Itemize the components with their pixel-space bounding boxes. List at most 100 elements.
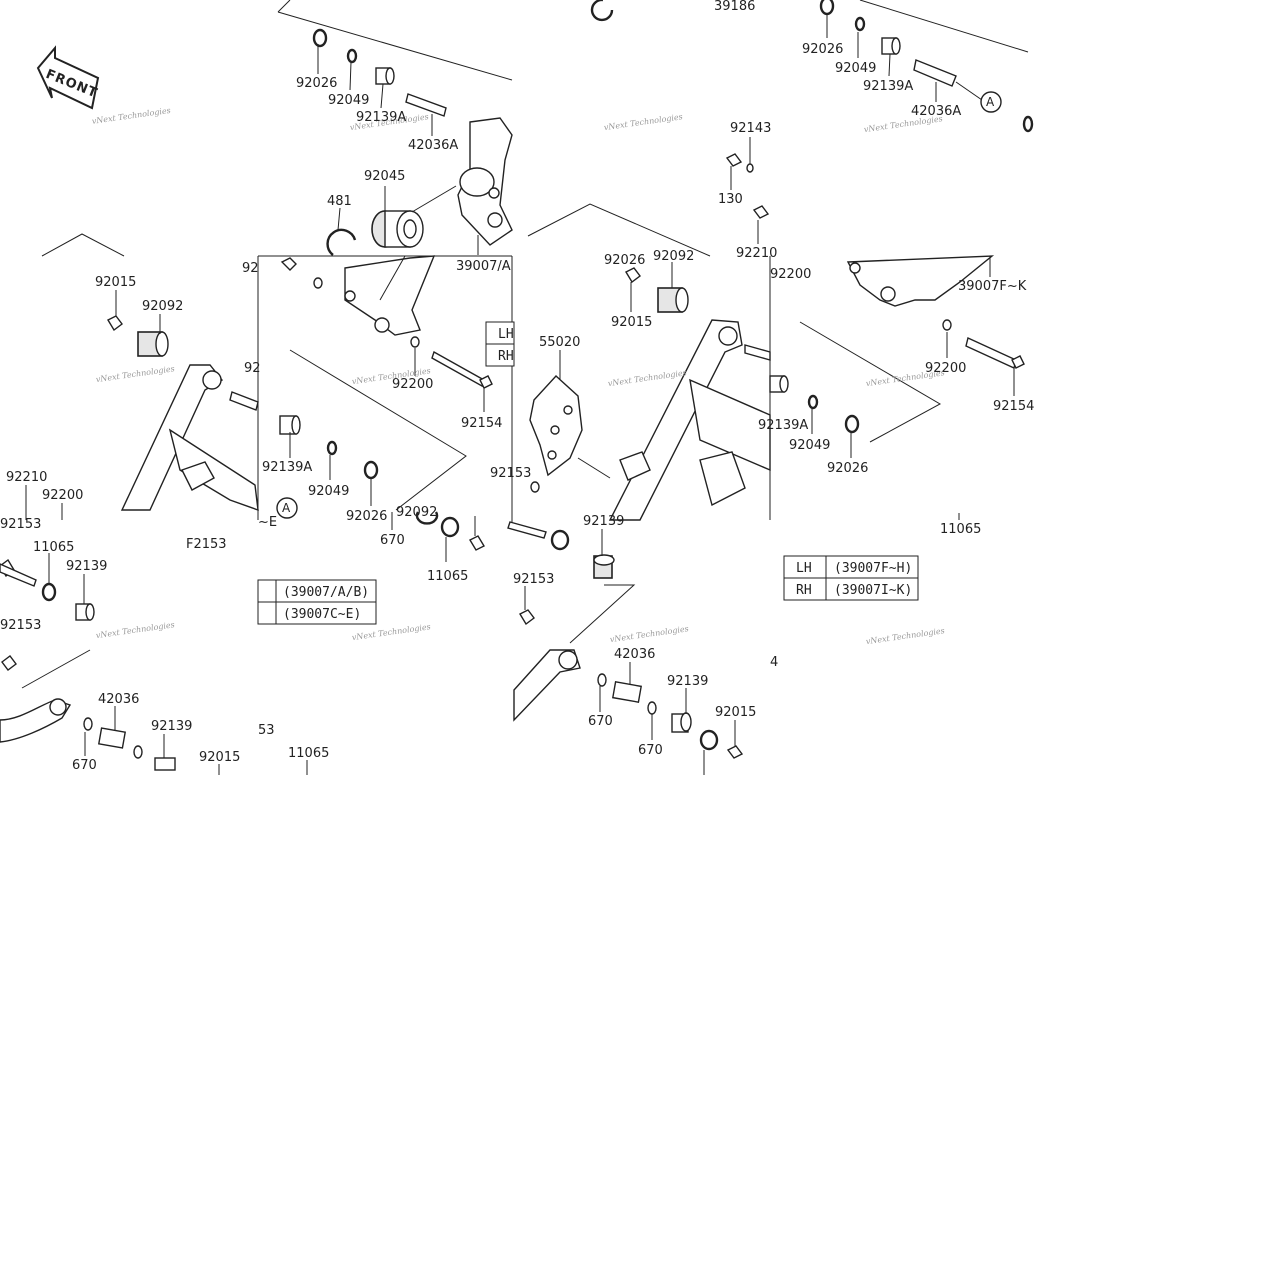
svg-text:vNext Technologies: vNext Technologies [351, 622, 431, 642]
callout: 130 [718, 192, 743, 207]
callout: 92049 [789, 438, 830, 453]
svg-text:vNext Technologies: vNext Technologies [865, 626, 945, 646]
callout: 92153 [0, 517, 41, 532]
callout: 92139 [66, 559, 107, 574]
lhrh-table-mid: LH RH [485, 321, 515, 367]
callout: 92026 [604, 253, 645, 268]
callout: 92026 [802, 42, 843, 57]
lower-arm-middle-right [608, 267, 860, 521]
callout: 39007/A [456, 259, 511, 274]
lower-arm-left [107, 315, 379, 512]
table-mid-lh: LH [498, 327, 514, 342]
callout: 39007F~K [958, 279, 1027, 294]
callout: 670 [380, 533, 405, 548]
callout: 670 [588, 714, 613, 729]
callout: 92026 [827, 461, 868, 476]
front-arrow-icon: FRONT [36, 45, 100, 110]
callout: 92210 [6, 470, 47, 485]
callout: 92200 [42, 488, 83, 503]
knuckle-part [457, 117, 513, 246]
callout: 92026 [346, 509, 387, 524]
callout: 92015 [715, 705, 756, 720]
callout: 92143 [730, 121, 771, 136]
lhrh-table-rear: LH RH (39007F~H) (39007I~K) [783, 555, 919, 601]
lower-arm-bottom-right [513, 554, 744, 759]
table-rear-rh-codes: (39007I~K) [834, 583, 912, 598]
table-rear-lh: LH [796, 561, 812, 576]
upper-arm-middle [280, 255, 493, 389]
callout: 92154 [993, 399, 1034, 414]
callout: 92154 [461, 416, 502, 431]
callout: F2153 [186, 537, 227, 552]
callout: 4 [770, 655, 778, 670]
callout: 481 [327, 194, 352, 209]
svg-text:vNext Technologies: vNext Technologies [95, 620, 175, 640]
callout: 92200 [392, 377, 433, 392]
callout: 92210 [736, 246, 777, 261]
snap-ring-481 [326, 228, 357, 256]
callout: 92139A [262, 460, 312, 475]
callout: 11065 [427, 569, 468, 584]
callout: 92092 [142, 299, 183, 314]
callout: 92200 [925, 361, 966, 376]
callout: 53 [258, 723, 275, 738]
fasteners-bottom-middle [415, 481, 570, 551]
svg-text:vNext Technologies: vNext Technologies [609, 624, 689, 644]
circle-a-left-label: A [282, 501, 291, 515]
callout: 92049 [308, 484, 349, 499]
callout: 92092 [653, 249, 694, 264]
svg-text:vNext Technologies: vNext Technologies [91, 106, 171, 126]
table-rear-rh: RH [796, 583, 812, 598]
svg-text:vNext Technologies: vNext Technologies [95, 364, 175, 384]
table-front-lh-codes: (39007/A/B) [283, 585, 369, 600]
circle-a-top-icon [980, 91, 1002, 113]
leader-lines [25, 14, 1015, 775]
lower-arm-bottom-left [0, 558, 176, 771]
washers-top-left [312, 28, 447, 117]
callout: 92015 [95, 275, 136, 290]
guard-55020 [529, 375, 611, 479]
callout: 55020 [539, 335, 580, 350]
callout: 11065 [33, 540, 74, 555]
bearing-92045 [371, 210, 424, 248]
callout: 11065 [288, 746, 329, 761]
callout: 92153 [0, 618, 41, 633]
callout: 92092 [396, 505, 437, 520]
table-front-rh-codes: (39007C~E) [283, 607, 361, 622]
callout: 42036A [408, 138, 458, 153]
callout: 92153 [513, 572, 554, 587]
callout: ~E [258, 515, 277, 530]
callout: 92139 [583, 514, 624, 529]
callout-labels: 92026 92049 92139A 42036A 92045 481 3900… [0, 0, 1034, 773]
callout: 92153 [490, 466, 531, 481]
callout: 92 [244, 361, 261, 376]
svg-text:vNext Technologies: vNext Technologies [603, 112, 683, 132]
callout: 92026 [296, 76, 337, 91]
fasteners-130-92143 [725, 153, 770, 219]
callout: 92049 [328, 93, 369, 108]
callout: 42036 [98, 692, 139, 707]
callout: 42036A [911, 104, 961, 119]
washers-top-right [819, 0, 1034, 133]
upper-arm-right [846, 255, 1025, 369]
callout: 92139A [356, 110, 406, 125]
callout: 92139A [863, 79, 913, 94]
table-rear-lh-codes: (39007F~H) [834, 561, 912, 576]
callout: 92045 [364, 169, 405, 184]
callout: 92 [242, 261, 259, 276]
svg-text:vNext Technologies: vNext Technologies [607, 368, 687, 388]
callout: 39186 [714, 0, 755, 14]
table-mid-rh: RH [498, 349, 514, 364]
callout: 92015 [199, 750, 240, 765]
circle-a-left-icon [276, 497, 298, 519]
lhrh-table-front: (39007/A/B) (39007C~E) [257, 579, 377, 625]
snap-ring-39186 [590, 0, 614, 22]
callout: 42036 [614, 647, 655, 662]
callout: 11065 [940, 522, 981, 537]
callout: 670 [638, 743, 663, 758]
callout: 92139 [151, 719, 192, 734]
callout: 670 [72, 758, 97, 773]
callout: 92139 [667, 674, 708, 689]
callout: 92015 [611, 315, 652, 330]
